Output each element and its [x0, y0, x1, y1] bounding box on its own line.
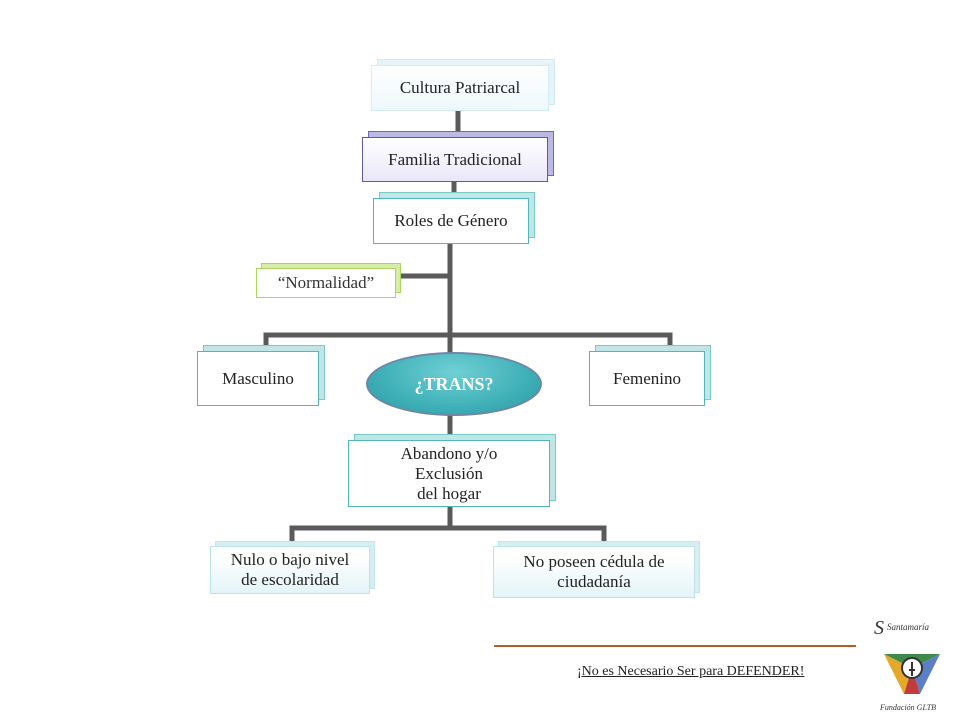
node-label: Familia Tradicional — [388, 149, 522, 169]
connector-nulo-cedula — [289, 525, 607, 549]
connector-masculino-femenino — [263, 332, 673, 353]
logo-title: Santamaría — [887, 622, 930, 632]
node-label-line-2: ciudadanía — [557, 572, 631, 591]
footer-rule — [494, 645, 856, 647]
node-label: Masculino — [222, 368, 294, 388]
node-label: ¿TRANS? — [414, 373, 494, 394]
logo-emblem-icon: S Santamaría Fundación GLTB — [874, 617, 940, 712]
node-label-line-1: Nulo o bajo nivel — [230, 550, 350, 569]
node-normalidad: “Normalidad” — [256, 268, 396, 298]
fundacion-logo: S Santamaría Fundación GLTB — [872, 616, 952, 716]
logo-subtitle: Fundación GLTB — [879, 703, 936, 712]
node-abandono-exclusion: Abandono y/o Exclusión del hogar — [348, 440, 550, 507]
node-familia-tradicional: Familia Tradicional — [362, 137, 548, 182]
node-label-line-2: Exclusión — [415, 463, 483, 483]
footer-slogan: ¡No es Necesario Ser para DEFENDER! — [577, 664, 805, 679]
node-label: “Normalidad” — [277, 273, 375, 292]
node-label: Roles de Género — [394, 211, 508, 230]
node-sin-cedula: No poseen cédula de ciudadanía — [493, 546, 695, 598]
logo-initial: S — [874, 617, 884, 639]
node-cultura-patriarcal: Cultura Patriarcal — [371, 65, 549, 111]
node-label-line-3: del hogar — [417, 483, 481, 503]
node-label-line-1: No poseen cédula de — [523, 552, 665, 571]
node-masculino: Masculino — [197, 351, 319, 406]
node-roles-genero: Roles de Género — [373, 198, 529, 244]
node-label: Femenino — [613, 368, 681, 388]
node-label-line-2: de escolaridad — [241, 570, 339, 589]
node-trans-ellipse: ¿TRANS? — [366, 352, 542, 416]
node-nulo-escolaridad: Nulo o bajo nivel de escolaridad — [210, 546, 370, 594]
node-label: Cultura Patriarcal — [399, 78, 521, 97]
node-femenino: Femenino — [589, 351, 705, 406]
node-label-line-1: Abandono y/o — [400, 443, 498, 463]
